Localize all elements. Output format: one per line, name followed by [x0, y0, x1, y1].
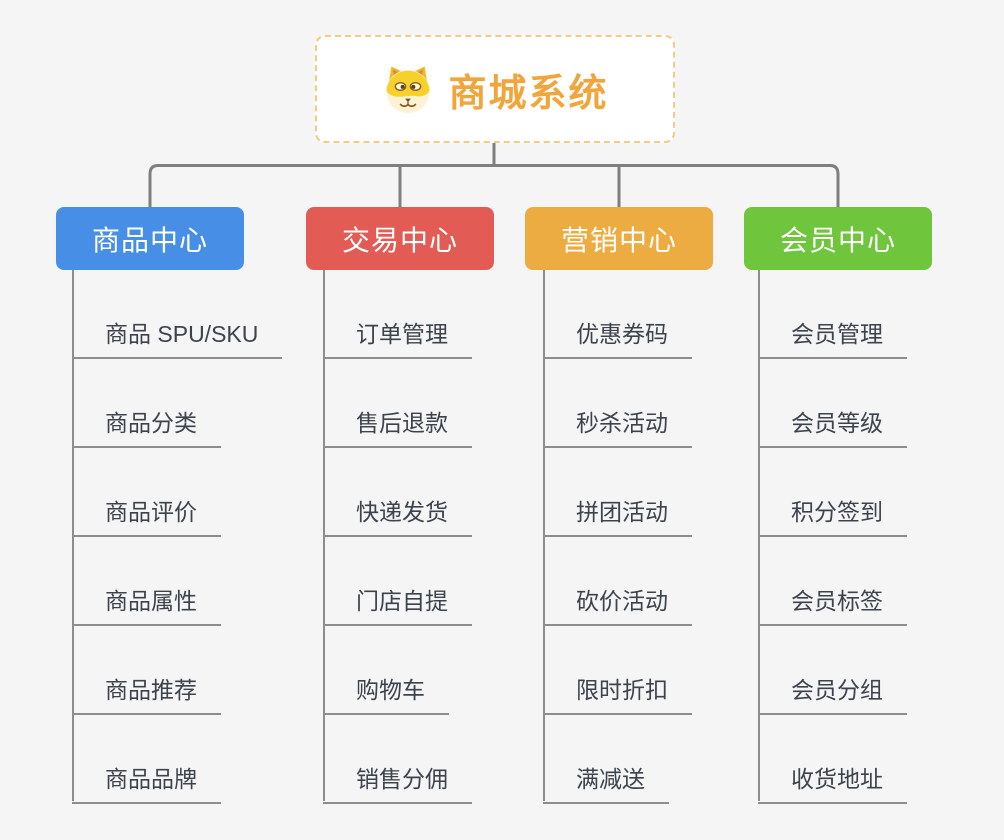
leaf-node[interactable]: 销售分佣 — [323, 715, 472, 804]
branch-node-member-center[interactable]: 会员中心 — [744, 207, 932, 270]
leaf-node[interactable]: 会员分组 — [758, 626, 907, 715]
leaf-node[interactable]: 商品属性 — [72, 537, 221, 626]
root-node[interactable]: 商城系统 — [315, 35, 675, 143]
leaf-column-product: 商品 SPU/SKU 商品分类 商品评价 商品属性 商品推荐 商品品牌 — [72, 270, 283, 804]
leaf-node[interactable]: 积分签到 — [758, 448, 907, 537]
branch-node-product-center[interactable]: 商品中心 — [56, 207, 244, 270]
leaf-node[interactable]: 商品评价 — [72, 448, 221, 537]
branch-node-trade-center[interactable]: 交易中心 — [306, 207, 494, 270]
leaf-column-trade: 订单管理 售后退款 快递发货 门店自提 购物车 销售分佣 — [323, 270, 472, 804]
leaf-node[interactable]: 售后退款 — [323, 359, 472, 448]
leaf-node[interactable]: 购物车 — [323, 626, 449, 715]
leaf-node[interactable]: 拼团活动 — [543, 448, 692, 537]
leaf-node[interactable]: 商品 SPU/SKU — [72, 270, 283, 359]
leaf-node[interactable]: 会员标签 — [758, 537, 907, 626]
leaf-node[interactable]: 订单管理 — [323, 270, 472, 359]
leaf-node[interactable]: 商品推荐 — [72, 626, 221, 715]
dog-face-icon — [386, 66, 431, 114]
leaf-node[interactable]: 限时折扣 — [543, 626, 692, 715]
root-title: 商城系统 — [448, 72, 609, 115]
leaf-node[interactable]: 门店自提 — [323, 537, 472, 626]
leaf-node[interactable]: 优惠券码 — [543, 270, 692, 359]
leaf-node[interactable]: 砍价活动 — [543, 537, 692, 626]
leaf-node[interactable]: 满减送 — [543, 715, 669, 804]
leaf-node[interactable]: 快递发货 — [323, 448, 472, 537]
leaf-node[interactable]: 收货地址 — [758, 715, 907, 804]
branch-node-marketing-center[interactable]: 营销中心 — [525, 207, 713, 270]
leaf-column-marketing: 优惠券码 秒杀活动 拼团活动 砍价活动 限时折扣 满减送 — [543, 270, 692, 804]
leaf-node[interactable]: 商品分类 — [72, 359, 221, 448]
leaf-node[interactable]: 商品品牌 — [72, 715, 221, 804]
leaf-node[interactable]: 会员等级 — [758, 359, 907, 448]
leaf-node[interactable]: 会员管理 — [758, 270, 907, 359]
leaf-column-member: 会员管理 会员等级 积分签到 会员标签 会员分组 收货地址 — [758, 270, 907, 804]
leaf-node[interactable]: 秒杀活动 — [543, 359, 692, 448]
